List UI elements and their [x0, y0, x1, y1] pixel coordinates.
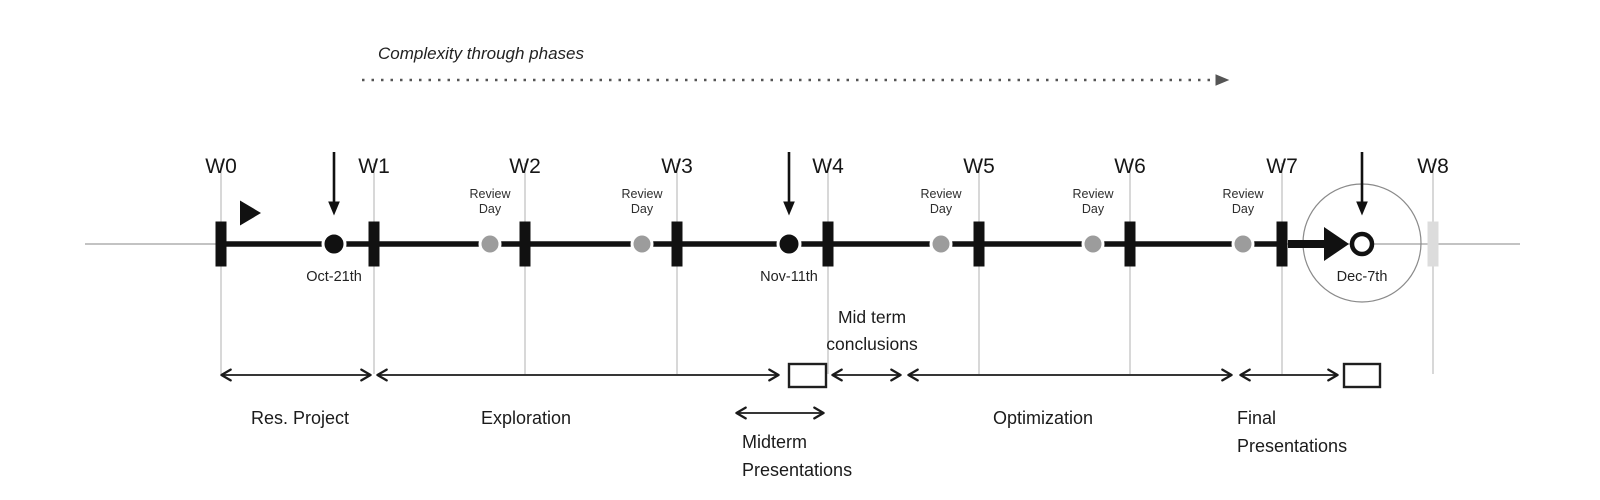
review-day-label: Review Day	[621, 187, 663, 216]
review-day-label: Review Day	[1222, 187, 1264, 216]
week-label-w5: W5	[963, 155, 995, 178]
week-bar-w2	[519, 221, 531, 267]
review-day-dot	[929, 232, 953, 256]
milestone-ring-2	[1349, 231, 1375, 257]
week-label-w8: W8	[1417, 155, 1449, 178]
milestone-dot-0	[321, 231, 347, 257]
week-bar-w5	[973, 221, 985, 267]
milestone-date-label-1: Nov-11th	[760, 269, 818, 285]
week-bar-w3	[671, 221, 683, 267]
review-day-dot	[1231, 232, 1255, 256]
week-bar-w1	[368, 221, 380, 267]
phase-label-midterm-conclusions: Mid term conclusions	[826, 307, 918, 354]
review-day-dot	[1081, 232, 1105, 256]
deliverable-box-exploration	[787, 362, 828, 389]
phase-label-final-presentations: Final Presentations	[1237, 408, 1348, 456]
review-day-label: Review Day	[1072, 187, 1114, 216]
milestone-date-label-0: Oct-21th	[306, 269, 362, 285]
callout-label-midterm-presentations: Midterm Presentations	[742, 432, 853, 480]
week-label-w1: W1	[358, 155, 390, 178]
week-label-w4: W4	[812, 155, 844, 178]
complexity-axis-title: Complexity through phases	[378, 44, 585, 63]
milestone-dot-1	[776, 231, 802, 257]
milestone-date-label-2: Dec-7th	[1336, 269, 1388, 285]
review-day-label: Review Day	[469, 187, 511, 216]
start-play-icon	[240, 200, 261, 226]
phase-label-exploration: Exploration	[480, 408, 572, 428]
week-bar-w0	[215, 221, 227, 267]
phase-label-res-project: Res. Project	[250, 408, 350, 428]
week-bar-w8	[1427, 221, 1439, 267]
phase-label-optimization: Optimization	[992, 408, 1094, 428]
deliverable-box-final-presentations	[1342, 362, 1382, 389]
week-label-w3: W3	[661, 155, 693, 178]
week-bar-w7	[1276, 221, 1288, 267]
review-day-dot	[630, 232, 654, 256]
week-label-w2: W2	[509, 155, 541, 178]
week-label-w7: W7	[1266, 155, 1298, 178]
week-bar-w4	[822, 221, 834, 267]
review-day-label: Review Day	[920, 187, 962, 216]
week-bar-w6	[1124, 221, 1136, 267]
week-label-w6: W6	[1114, 155, 1146, 178]
week-label-w0: W0	[205, 155, 237, 178]
review-day-dot	[478, 232, 502, 256]
end-arrow-head	[1324, 227, 1349, 261]
